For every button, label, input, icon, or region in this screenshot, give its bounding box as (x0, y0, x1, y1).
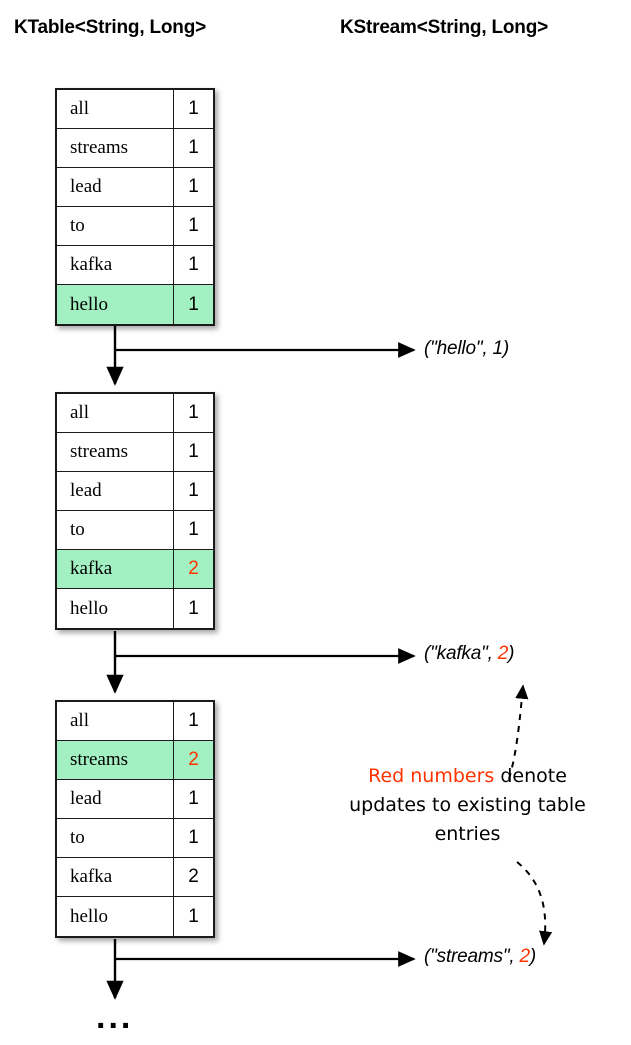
row-value: 1 (188, 137, 199, 158)
record-prefix: ("kafka", (424, 643, 498, 664)
kstream-column-header: KStream<String, Long> (340, 17, 549, 38)
flow-arrow-stage1 (106, 324, 416, 386)
table-row: streams 1 (57, 433, 213, 472)
row-key: lead (57, 168, 174, 206)
record-value-updated: 2 (519, 946, 531, 967)
table-row: lead 1 (57, 168, 213, 207)
stream-record-kafka: ("kafka", 2) (424, 643, 515, 665)
row-key: streams (57, 741, 174, 779)
row-value: 1 (188, 905, 199, 927)
row-value: 1 (188, 519, 199, 540)
table-row-highlighted: hello 1 (57, 285, 213, 324)
table-row: all 1 (57, 702, 213, 741)
row-key: all (57, 394, 174, 432)
legend-note-emphasis: Red numbers (368, 765, 495, 787)
row-key: kafka (57, 246, 174, 284)
table-row: lead 1 (57, 472, 213, 511)
row-value: 1 (188, 597, 199, 619)
row-value: 2 (188, 866, 199, 887)
ktable-snapshot-1: all 1 streams 1 lead 1 to 1 kafka 1 hell… (55, 88, 215, 326)
record-value: 1 (492, 338, 504, 359)
row-value-updated: 2 (188, 749, 199, 770)
stream-record-hello: ("hello", 1) (424, 338, 509, 360)
row-key: to (57, 207, 174, 245)
row-value: 1 (188, 176, 199, 197)
table-row: kafka 2 (57, 858, 213, 897)
table-row: to 1 (57, 207, 213, 246)
row-key: to (57, 511, 174, 549)
record-value-updated: 2 (497, 643, 509, 664)
record-prefix: ("streams", (424, 946, 520, 967)
row-value: 1 (188, 254, 199, 275)
record-prefix: ("hello", (424, 338, 493, 359)
row-key: streams (57, 129, 174, 167)
row-value: 1 (188, 788, 199, 809)
row-key: streams (57, 433, 174, 471)
row-key: lead (57, 472, 174, 510)
table-row-highlighted: kafka 2 (57, 550, 213, 589)
row-value: 1 (188, 480, 199, 501)
table-row: all 1 (57, 90, 213, 129)
table-row: lead 1 (57, 780, 213, 819)
table-row: hello 1 (57, 589, 213, 628)
row-key: hello (57, 589, 174, 628)
row-key: hello (57, 897, 174, 936)
table-row: to 1 (57, 819, 213, 858)
legend-note: Red numbers denote updates to existing t… (330, 762, 605, 849)
record-suffix: ) (529, 946, 537, 967)
legend-note-rest: denote updates to existing table entries (349, 765, 586, 845)
row-value: 1 (188, 441, 199, 462)
table-row: all 1 (57, 394, 213, 433)
table-row: hello 1 (57, 897, 213, 936)
row-value: 1 (188, 710, 199, 731)
flow-arrow-stage2 (106, 631, 416, 694)
table-row: to 1 (57, 511, 213, 550)
table-row: kafka 1 (57, 246, 213, 285)
table-row-highlighted: streams 2 (57, 741, 213, 780)
row-value: 1 (188, 827, 199, 848)
row-value-updated: 2 (188, 558, 199, 579)
row-value: 1 (188, 98, 199, 119)
row-key: lead (57, 780, 174, 818)
record-suffix: ) (508, 643, 515, 664)
flow-arrow-stage3 (106, 939, 416, 1000)
row-key: kafka (57, 858, 174, 896)
row-key: all (57, 702, 174, 740)
ktable-column-header: KTable<String, Long> (14, 17, 206, 38)
row-value: 1 (188, 293, 199, 315)
row-value: 1 (188, 215, 199, 236)
row-key: to (57, 819, 174, 857)
continuation-ellipsis: ... (96, 998, 134, 1036)
ktable-snapshot-2: all 1 streams 1 lead 1 to 1 kafka 2 hell… (55, 392, 215, 630)
record-suffix: ) (502, 338, 510, 359)
row-key: all (57, 90, 174, 128)
row-key: kafka (57, 550, 174, 588)
note-callout-down (516, 861, 553, 946)
row-key: hello (57, 285, 174, 324)
stream-record-streams: ("streams", 2) (424, 946, 536, 968)
ktable-snapshot-3: all 1 streams 2 lead 1 to 1 kafka 2 hell… (55, 700, 215, 938)
table-row: streams 1 (57, 129, 213, 168)
row-value: 1 (188, 402, 199, 423)
